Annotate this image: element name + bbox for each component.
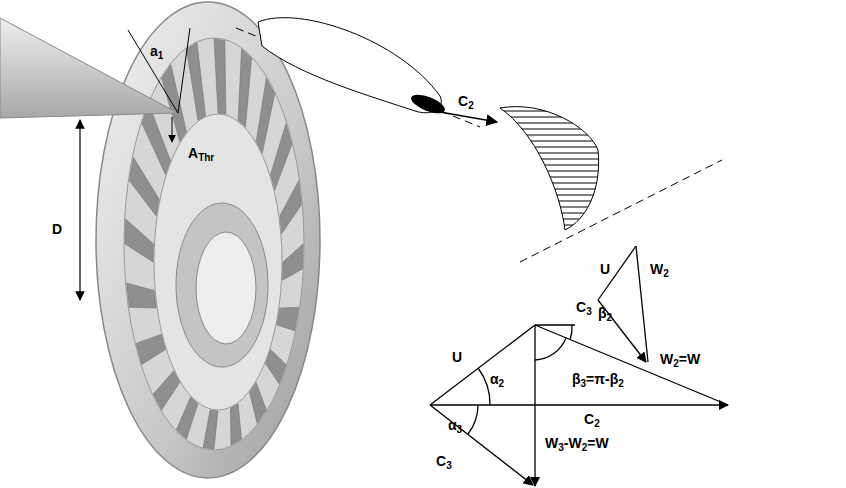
- vector-label: C3: [576, 300, 592, 317]
- blade: [142, 104, 170, 174]
- vector-label: W2: [650, 262, 669, 279]
- blade: [203, 410, 218, 449]
- vector-label: β2: [598, 306, 612, 323]
- vector-label: W2=W: [660, 352, 700, 369]
- vector-label: α2: [490, 372, 504, 389]
- blade: [214, 39, 226, 114]
- blade: [280, 181, 302, 234]
- turbine-wheel: [96, 2, 320, 478]
- vector-label: C2: [458, 94, 474, 111]
- vector-label: β3=π-β2: [572, 372, 624, 389]
- rotor-blade: [500, 107, 722, 262]
- blade: [153, 371, 179, 410]
- blade: [230, 404, 241, 446]
- blade: [136, 334, 165, 364]
- vector-label: α3: [448, 418, 462, 435]
- blade: [129, 157, 159, 216]
- nozzle-profile: [236, 18, 497, 127]
- vector-label: D: [52, 222, 62, 237]
- blade: [256, 78, 274, 153]
- vector-label: U: [452, 350, 462, 365]
- nozzle: [0, 18, 190, 300]
- blade: [283, 244, 303, 280]
- small-velocity-triangle: [598, 246, 648, 362]
- vector-label: C3: [436, 454, 452, 471]
- blade: [250, 383, 267, 424]
- vector-label: U: [600, 262, 610, 277]
- blade: [176, 397, 198, 439]
- vector-label: C2: [584, 412, 600, 429]
- blade: [127, 283, 157, 308]
- blade: [271, 124, 292, 190]
- blade: [277, 307, 299, 330]
- blade: [266, 350, 286, 384]
- vector-label: a1: [150, 44, 163, 61]
- blade: [125, 219, 153, 262]
- blade: [186, 43, 205, 121]
- velocity-triangle: [430, 325, 728, 486]
- blade: [238, 49, 252, 127]
- vector-label: W3-W2=W: [545, 436, 609, 453]
- vector-label: AThr: [188, 146, 214, 163]
